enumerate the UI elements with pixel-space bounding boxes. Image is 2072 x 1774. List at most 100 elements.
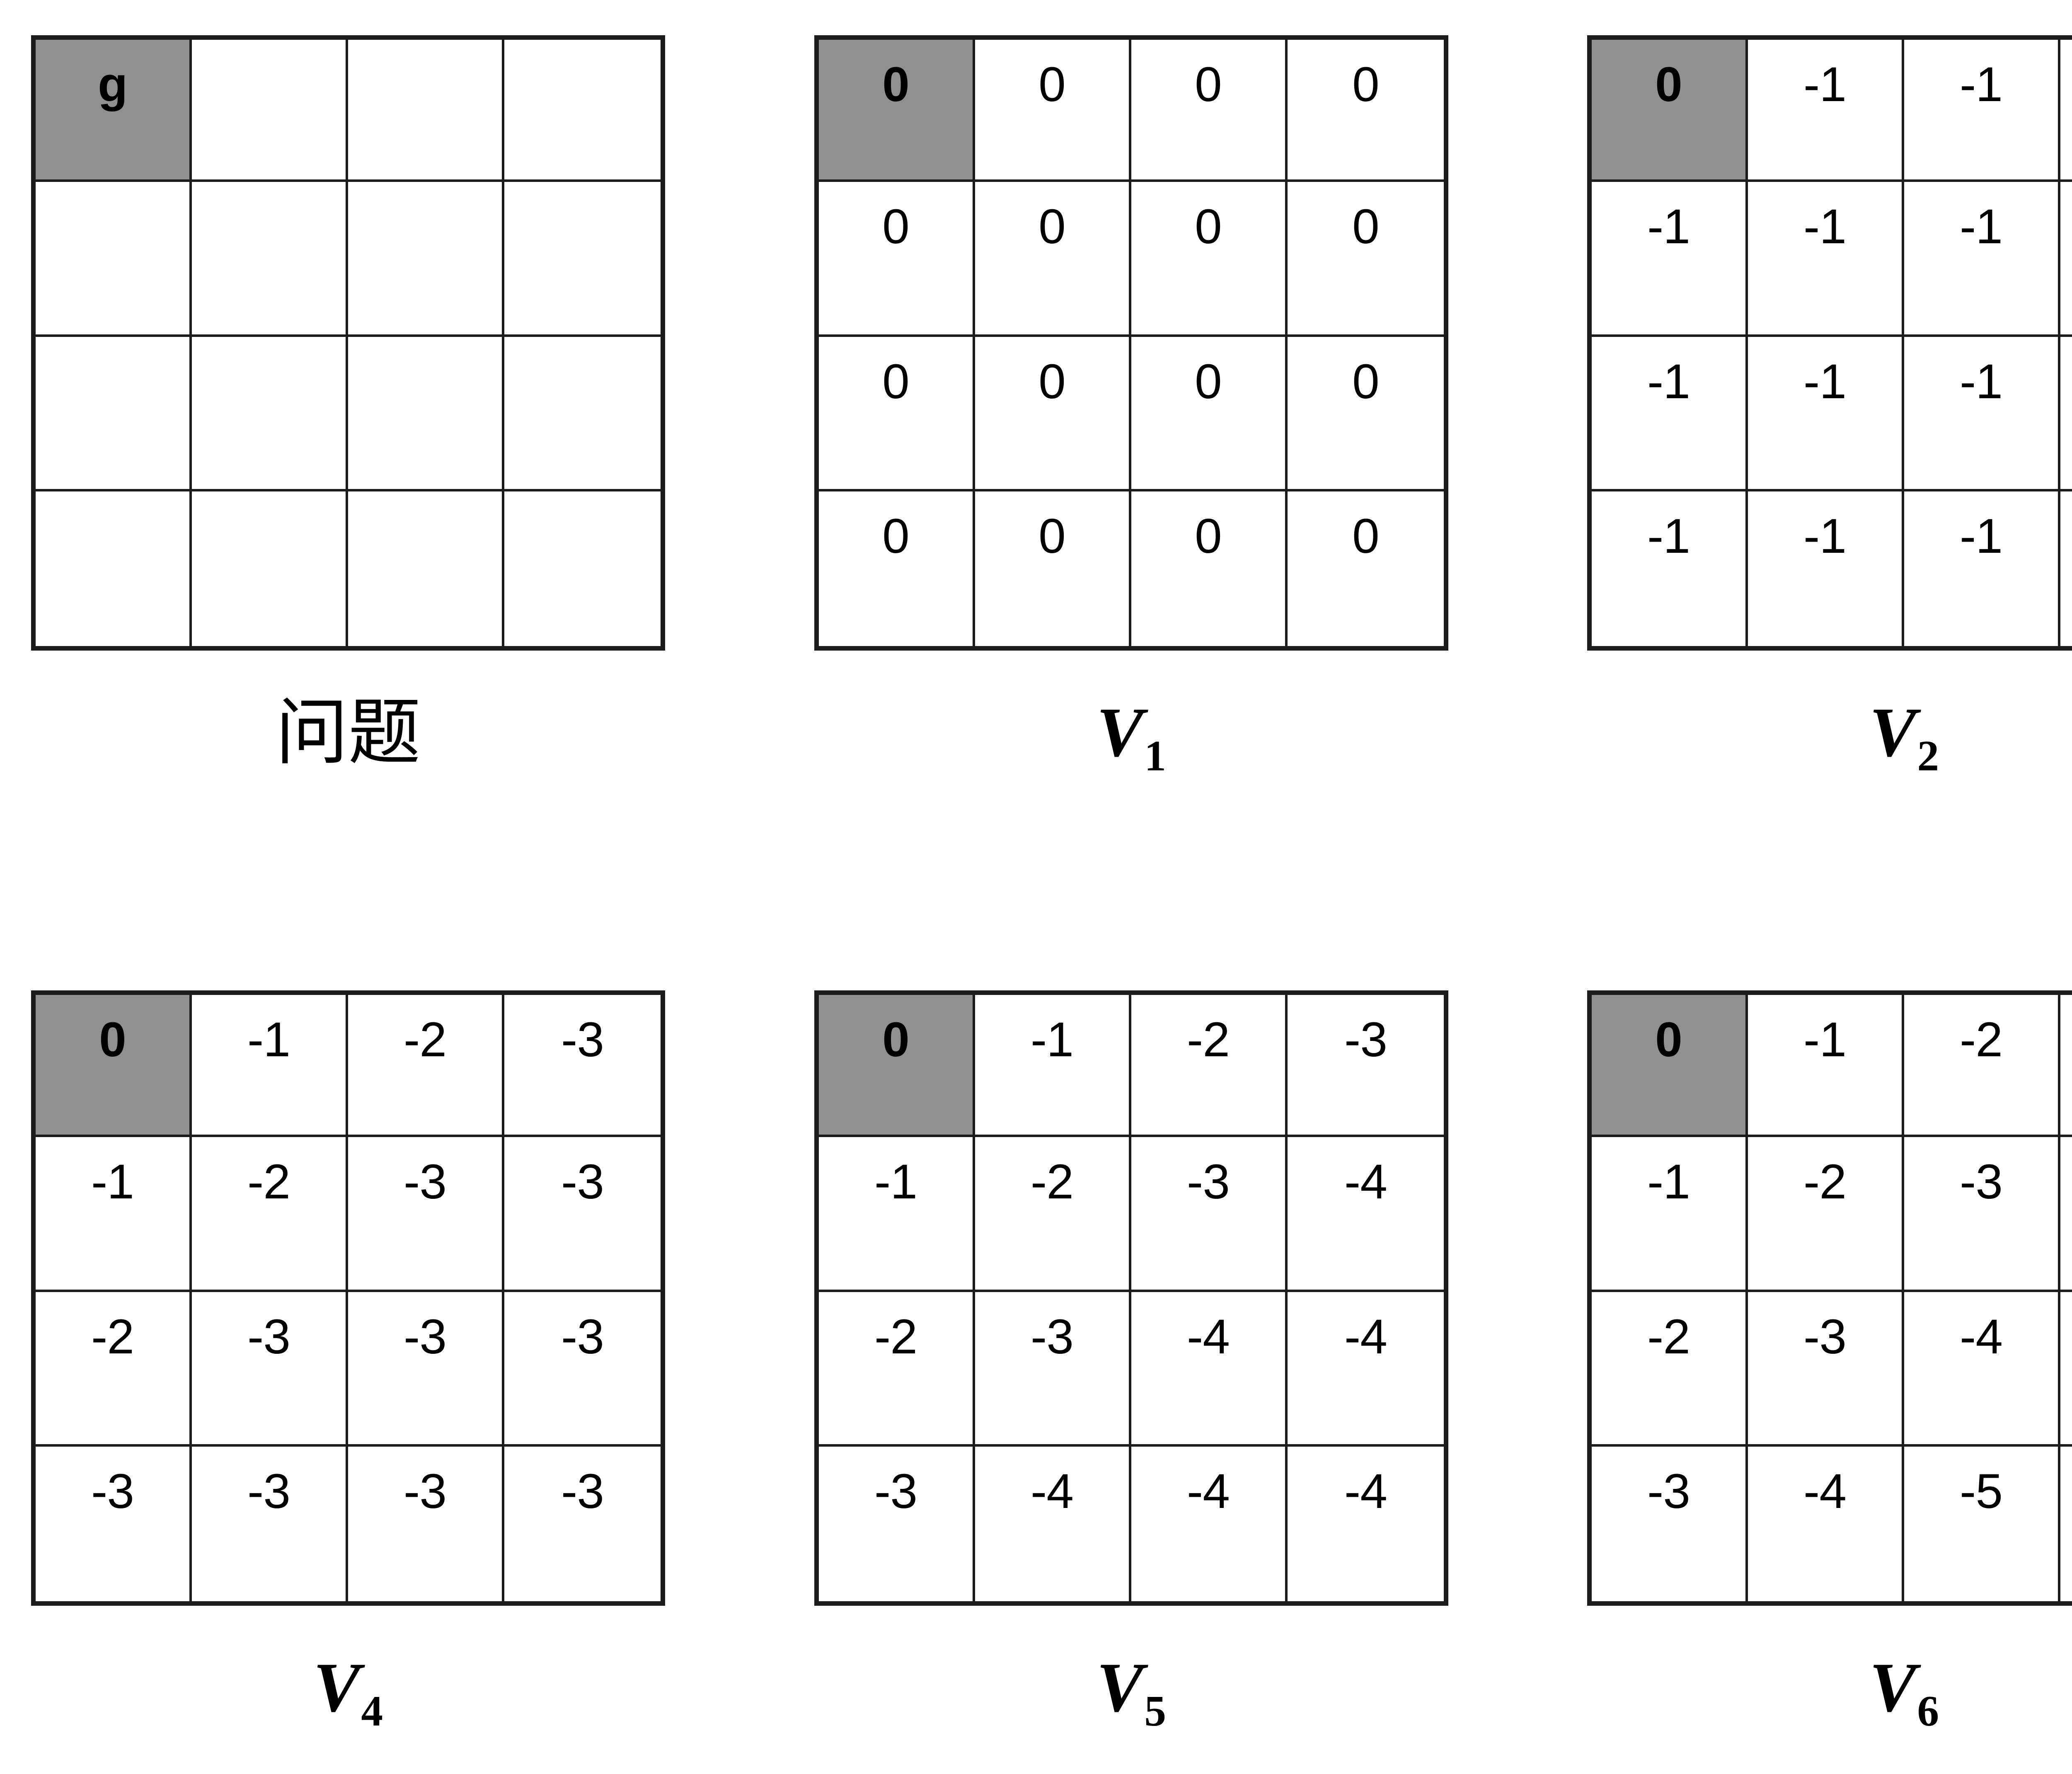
cell-value: 0 [1038, 199, 1066, 254]
grid-cell: -4 [1748, 1446, 1904, 1601]
grid-cell: 0 [1288, 182, 1444, 337]
grid-cell [504, 491, 661, 646]
cell-value: 0 [882, 508, 910, 564]
cell-value: -1 [1803, 1012, 1847, 1067]
cell-value: -4 [1187, 1309, 1230, 1364]
cell-value: -1 [1647, 354, 1690, 409]
cell-value: -1 [1960, 508, 2003, 564]
grid-cell: -3 [504, 1446, 661, 1601]
cell-value: 0 [1038, 508, 1066, 564]
grid-cell: 0 [819, 491, 975, 646]
grid-cell [192, 491, 348, 646]
cell-value: -5 [1960, 1464, 2003, 1519]
grid-cell: -2 [1131, 995, 1288, 1137]
grid-cell: -4 [1288, 1292, 1444, 1447]
grid-cell: -3 [2060, 995, 2072, 1137]
grid-cell: 0 [1131, 491, 1288, 646]
grid-cell [504, 336, 661, 491]
grid-cell: 0 [975, 40, 1131, 182]
cell-value: -4 [1187, 1464, 1230, 1519]
cell-value: 0 [1655, 57, 1682, 112]
grid-cell: 0 [1288, 336, 1444, 491]
cell-value: 0 [1352, 508, 1380, 564]
grid-cell: -1 [1748, 995, 1904, 1137]
grid-cell: -4 [1288, 1137, 1444, 1292]
cell-value: 0 [882, 57, 910, 112]
grid-cell: -4 [1904, 1292, 2060, 1447]
grid-cell: -5 [2060, 1292, 2072, 1447]
cell-value: 0 [1352, 57, 1380, 112]
grid-cell: -2 [192, 1137, 348, 1292]
cell-value: -3 [1960, 1154, 2003, 1210]
caption-subscript: 6 [1917, 1687, 1939, 1735]
grid-cell: -1 [2060, 336, 2072, 491]
terminal-cell: g [36, 40, 192, 182]
grid-cell: 0 [819, 336, 975, 491]
panel-caption-v4: V4 [31, 1652, 665, 1733]
grid-cell: -3 [348, 1137, 504, 1292]
caption-symbol: V [1869, 1648, 1917, 1726]
cell-value: -3 [404, 1154, 447, 1210]
cell-value: 0 [1038, 57, 1066, 112]
grid-cell [348, 40, 504, 182]
terminal-cell: 0 [1592, 995, 1748, 1137]
cell-value: -4 [1344, 1464, 1387, 1519]
grid-cell: -1 [819, 1137, 975, 1292]
caption-subscript: 2 [1917, 731, 1939, 780]
cell-value: 0 [1195, 199, 1222, 254]
grid-cell: -1 [2060, 182, 2072, 337]
cell-value: -3 [247, 1464, 290, 1519]
cell-value: -3 [1647, 1464, 1690, 1519]
grid-cell: -3 [819, 1446, 975, 1601]
cell-value: -1 [874, 1154, 917, 1210]
caption-text: V4 [313, 1648, 383, 1733]
cell-value: -2 [247, 1154, 290, 1210]
grid-cell: -3 [1131, 1137, 1288, 1292]
grid-cell: -4 [1288, 1446, 1444, 1601]
caption-subscript: 1 [1144, 731, 1167, 780]
grid-cell: -1 [1904, 336, 2060, 491]
terminal-cell: 0 [1592, 40, 1748, 182]
grid-cell: -3 [1748, 1292, 1904, 1447]
cell-value: -1 [1960, 354, 2003, 409]
grid-cell: -1 [192, 995, 348, 1137]
grid-cell: -1 [1592, 1137, 1748, 1292]
grid-cell: -1 [1904, 491, 2060, 646]
panel-caption-v5: V5 [814, 1652, 1448, 1733]
terminal-cell: 0 [36, 995, 192, 1137]
caption-text: V2 [1869, 693, 1939, 777]
cell-value: -1 [1960, 57, 2003, 112]
grid-cell: -2 [1592, 1292, 1748, 1447]
grid-cell: 0 [1288, 491, 1444, 646]
value-grid-v2: 0-1-1-1-1-1-1-1-1-1-1-1-1-1-1-1 [1587, 35, 2072, 651]
cell-value: -2 [874, 1309, 917, 1364]
grid-cell: 0 [975, 182, 1131, 337]
cell-value: -2 [1647, 1309, 1690, 1364]
cell-value: -4 [1960, 1309, 2003, 1364]
grid-cell: -5 [2060, 1446, 2072, 1601]
caption-text: 问题 [276, 693, 421, 773]
terminal-cell: 0 [819, 40, 975, 182]
caption-subscript: 5 [1144, 1687, 1167, 1735]
cell-value: 0 [882, 354, 910, 409]
cell-value: -3 [874, 1464, 917, 1519]
cell-value: -1 [1031, 1012, 1074, 1067]
cell-value: -3 [561, 1012, 604, 1067]
grid-cell [192, 336, 348, 491]
grid-cell [504, 40, 661, 182]
grid-cell: -1 [1748, 40, 1904, 182]
cell-value: -2 [1031, 1154, 1074, 1210]
cell-value: -3 [404, 1309, 447, 1364]
cell-value: -1 [1803, 354, 1847, 409]
grid-cell: 0 [975, 336, 1131, 491]
grid-cell: -4 [1131, 1292, 1288, 1447]
cell-value: -4 [1344, 1154, 1387, 1210]
grid-panel-v2: 0-1-1-1-1-1-1-1-1-1-1-1-1-1-1-1V2 [1587, 35, 2072, 777]
caption-subscript: 4 [361, 1687, 383, 1735]
cell-value: -1 [1803, 57, 1847, 112]
cell-value: 0 [882, 1012, 910, 1067]
grid-cell: -1 [975, 995, 1131, 1137]
caption-symbol: V [313, 1648, 361, 1726]
cell-value: -3 [561, 1464, 604, 1519]
